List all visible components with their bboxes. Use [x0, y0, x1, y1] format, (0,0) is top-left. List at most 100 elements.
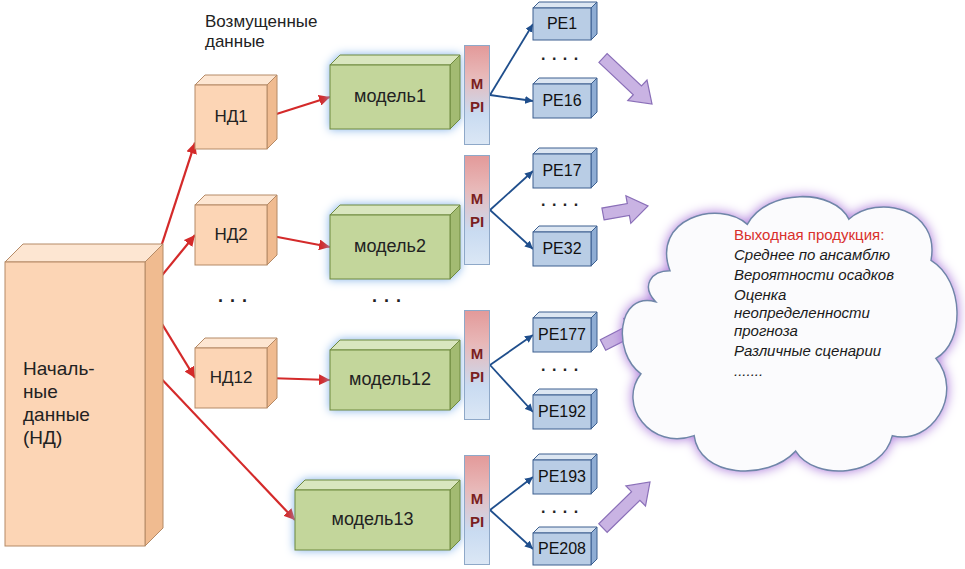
box-top — [533, 148, 597, 154]
box-front — [330, 215, 450, 279]
box-label: PE17 — [542, 161, 581, 180]
source-data-box: Началь- ные данные (НД) — [5, 262, 145, 546]
mpi-label: MPI — [470, 72, 485, 119]
mpi-link-arrow — [490, 335, 533, 365]
mpi-bar: MPI — [464, 45, 490, 145]
mpi-bar: MPI — [464, 310, 490, 420]
model-box: модель13 — [295, 490, 450, 550]
processor-box: PE16 — [533, 84, 591, 118]
box-top — [533, 389, 597, 395]
box-label: PE192 — [538, 402, 586, 421]
output-cloud: Выходная продукция:Среднее по ансамблюВе… — [612, 178, 960, 482]
box-label: НД12 — [210, 368, 253, 388]
data-box: НД1 — [195, 85, 267, 149]
box-side — [591, 312, 597, 352]
box-label: модель13 — [332, 509, 414, 531]
box-label: модель2 — [354, 236, 426, 258]
box-front — [330, 350, 450, 410]
box-top — [330, 55, 460, 65]
box-label: PE208 — [538, 539, 586, 558]
mpi-label: MPI — [470, 342, 485, 389]
box-label: НД2 — [214, 225, 247, 245]
heading-label: Возмущенные данные — [205, 12, 335, 53]
output-item: Среднее по ансамблю — [734, 246, 904, 264]
box-top — [330, 340, 460, 350]
output-arrow — [599, 482, 650, 532]
box-top — [330, 205, 460, 215]
mpi-link-arrow — [490, 24, 533, 95]
box-side — [145, 244, 163, 546]
processor-box: PE1 — [533, 8, 591, 40]
mpi-link-arrow — [490, 477, 533, 510]
output-arrow — [599, 54, 652, 104]
model-box: модель12 — [330, 350, 450, 410]
box-top — [5, 244, 163, 262]
box-side — [450, 55, 460, 129]
mpi-link-arrow — [490, 171, 533, 210]
box-front — [533, 533, 591, 565]
box-front — [295, 490, 450, 550]
ellipsis-label: . . . . — [541, 45, 591, 64]
mpi-bar: MPI — [464, 155, 490, 265]
model-box: модель2 — [330, 215, 450, 279]
output-item: Различные сценарии — [734, 342, 904, 360]
box-front — [533, 460, 591, 494]
cloud-text-column: Выходная продукция:Среднее по ансамблюВе… — [734, 226, 904, 382]
mpi-bar: MPI — [464, 455, 490, 565]
model-box: модель1 — [330, 65, 450, 129]
box-top — [533, 527, 597, 533]
processor-box: PE17 — [533, 154, 591, 188]
box-front — [533, 232, 591, 266]
mpi-link-arrow — [490, 510, 533, 549]
box-side — [450, 340, 460, 410]
box-side — [591, 148, 597, 188]
ellipsis-label: . . . — [218, 286, 268, 308]
box-top — [533, 454, 597, 460]
box-label: модель12 — [349, 369, 431, 391]
mpi-label: MPI — [470, 187, 485, 234]
box-front — [533, 395, 591, 429]
box-top — [533, 226, 597, 232]
output-arrow — [602, 196, 648, 224]
box-front — [330, 65, 450, 129]
box-top — [195, 338, 277, 348]
box-side — [450, 205, 460, 279]
processor-box: PE208 — [533, 533, 591, 565]
box-front — [195, 205, 267, 265]
data-box: НД12 — [195, 348, 267, 408]
box-side — [267, 338, 277, 408]
box-label: модель1 — [354, 86, 426, 108]
box-side — [591, 226, 597, 266]
box-label: PE32 — [542, 239, 581, 258]
ellipsis-label: . . . . — [541, 498, 591, 517]
processor-box: PE192 — [533, 395, 591, 429]
processor-box: PE177 — [533, 318, 591, 352]
box-top — [533, 78, 597, 84]
box-side — [591, 527, 597, 565]
box-front — [195, 348, 267, 408]
ellipsis-label: . . . . — [541, 356, 591, 375]
box-front — [533, 84, 591, 118]
processor-box: PE193 — [533, 460, 591, 494]
mpi-label: MPI — [470, 487, 485, 534]
box-label: PE1 — [547, 14, 577, 33]
data-box: НД2 — [195, 205, 267, 265]
box-side — [591, 78, 597, 118]
box-label: PE193 — [538, 467, 586, 486]
box-top — [195, 75, 277, 85]
box-front — [195, 85, 267, 149]
box-side — [591, 454, 597, 494]
box-front — [533, 154, 591, 188]
box-side — [591, 389, 597, 429]
mpi-link-arrow — [490, 210, 533, 249]
mpi-link-arrow — [490, 95, 533, 101]
source-data-label: Началь- ные данные (НД) — [23, 358, 107, 449]
box-label: PE177 — [538, 325, 586, 344]
box-front — [5, 262, 145, 546]
box-top — [533, 312, 597, 318]
box-side — [450, 480, 460, 550]
box-top — [295, 480, 460, 490]
box-front — [533, 8, 591, 40]
output-item: Вероятности осадков — [734, 266, 904, 284]
